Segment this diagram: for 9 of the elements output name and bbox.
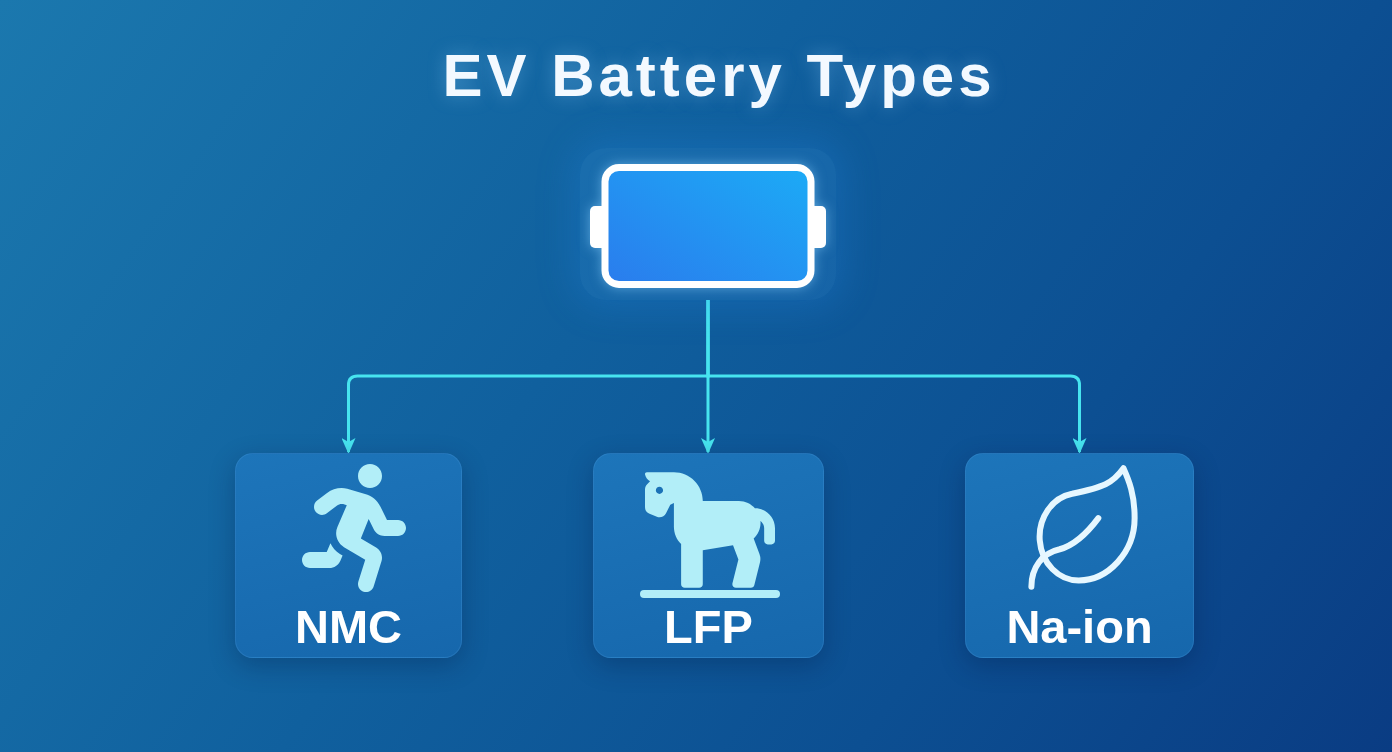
arrow [706, 300, 1087, 454]
type-label: Na-ion [1006, 603, 1153, 650]
type-card [965, 453, 1194, 658]
type-card [235, 453, 462, 658]
type-label: LFP [664, 603, 753, 650]
type-label: NMC [294, 603, 402, 650]
title: EV Battery Types [442, 46, 996, 106]
icon-tile [580, 148, 836, 300]
type-card [593, 453, 824, 658]
